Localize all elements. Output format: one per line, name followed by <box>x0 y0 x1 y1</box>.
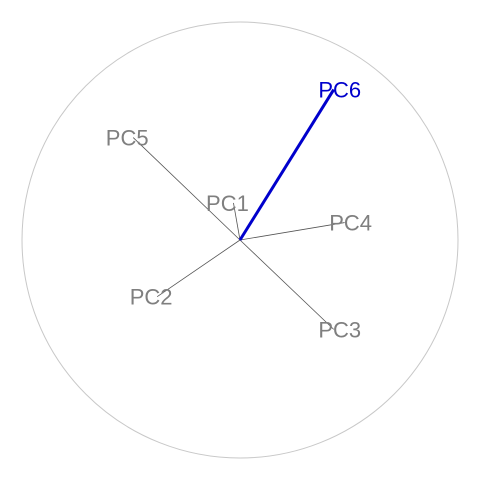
loading-vectors <box>132 88 345 330</box>
loading-vector-pc1 <box>233 202 241 241</box>
loading-vector-pc5 <box>132 137 241 241</box>
loading-label-pc3: PC3 <box>318 317 361 342</box>
loading-vector-pc6 <box>238 88 336 241</box>
loading-label-pc2: PC2 <box>130 285 173 310</box>
loading-vector-pc3 <box>239 239 335 330</box>
loading-label-pc1: PC1 <box>206 191 249 216</box>
loading-label-pc4: PC4 <box>329 211 372 236</box>
loading-label-pc6: PC6 <box>318 78 361 103</box>
loading-label-pc5: PC5 <box>106 126 149 151</box>
unit-circle <box>21 21 459 459</box>
loading-vector-pc2 <box>156 239 241 298</box>
loading-vector-pc4 <box>239 222 345 241</box>
